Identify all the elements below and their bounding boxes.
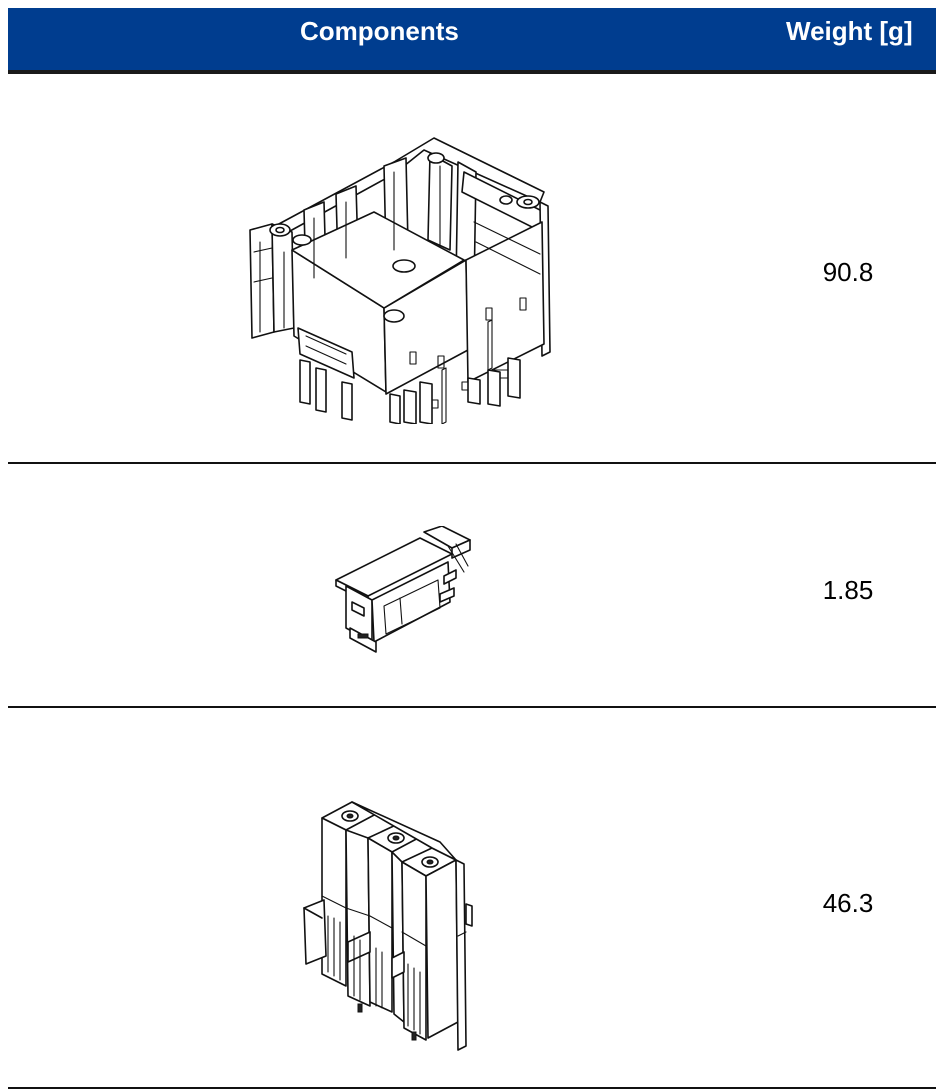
components-column-header: Components <box>300 16 459 46</box>
weight-column-header: Weight [g] <box>786 16 913 46</box>
table-row: 1.85 <box>8 464 936 706</box>
weight-value: 90.8 <box>822 257 874 287</box>
terminal-block-drawing-icon <box>303 801 473 1051</box>
row-divider <box>8 1087 936 1089</box>
table-header: Components Weight [g] <box>8 8 936 74</box>
clip-drawing-icon <box>335 526 471 653</box>
housing-drawing-icon <box>249 137 551 424</box>
row-divider <box>8 706 936 708</box>
table-row: 46.3 <box>8 708 936 1088</box>
weight-value: 1.85 <box>822 575 874 605</box>
row-divider <box>8 462 936 464</box>
table-row: 90.8 <box>8 74 936 462</box>
weight-value: 46.3 <box>822 888 874 918</box>
